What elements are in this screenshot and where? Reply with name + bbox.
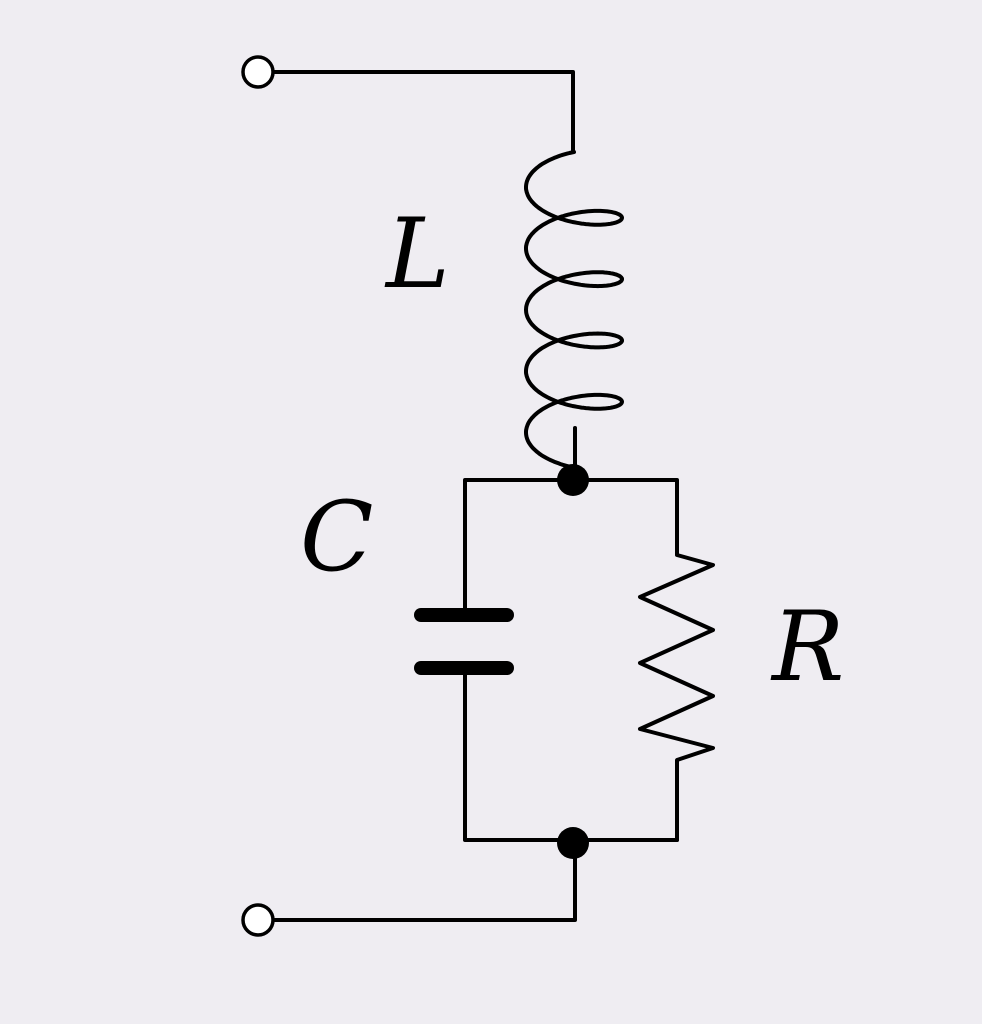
inductor-label: L [384,198,450,310]
junction-node-bottom [557,827,589,859]
wire-top [270,70,575,154]
inductor-coil [524,150,624,470]
terminal-top[interactable] [241,55,275,89]
terminal-bottom[interactable] [241,903,275,937]
wire-bottom [270,841,577,922]
wire-capacitor-bottom [463,666,679,842]
capacitor-label: C [300,481,373,593]
resistor-zigzag [638,546,715,842]
junction-node-top [557,464,589,496]
resistor-label: R [770,591,844,703]
